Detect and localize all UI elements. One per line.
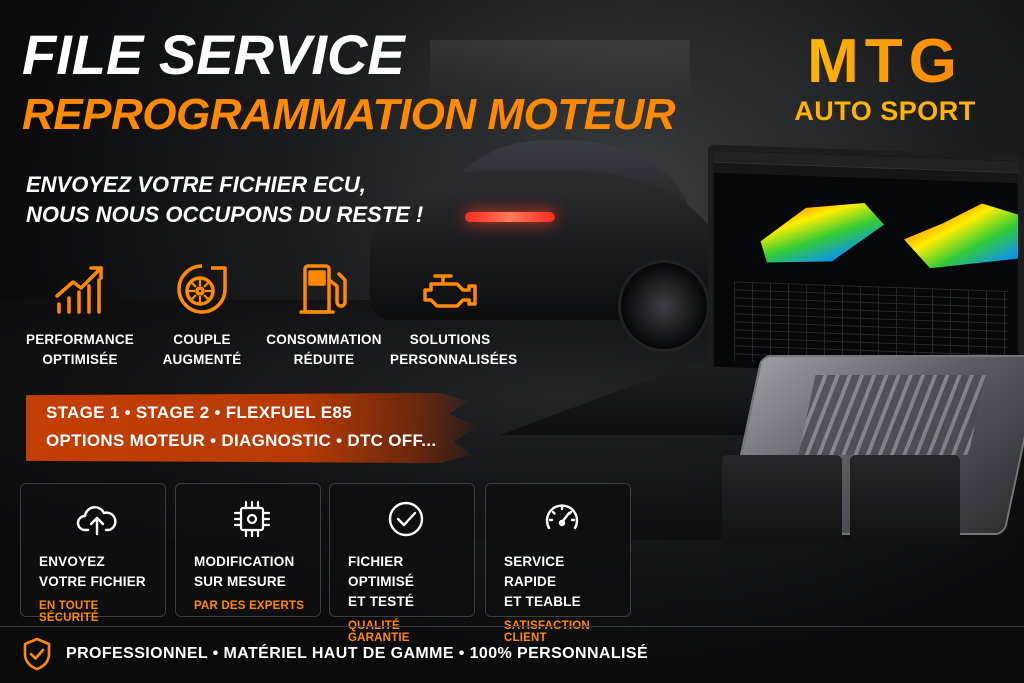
feature-row: PERFORMANCE OPTIMISÉE COUPLE AUGMENTÉ CO…	[20, 258, 518, 373]
card-title: VOTRE FICHIER	[39, 574, 146, 589]
feature-label: CONSOMMATION	[266, 332, 382, 347]
laptop-screen	[708, 144, 1024, 384]
brand-logo-mtg: MTG	[765, 30, 1005, 94]
feature-performance: PERFORMANCE OPTIMISÉE	[20, 258, 140, 370]
card-fast-service: SERVICE RAPIDE ET TEABLE SATISFACTION CL…	[485, 483, 631, 644]
ecu-module-image	[722, 355, 1024, 565]
feature-label: PERFORMANCE	[26, 332, 134, 347]
card-title: MODIFICATION	[194, 554, 295, 569]
feature-label: RÉDUITE	[293, 352, 355, 367]
feature-label: OPTIMISÉE	[42, 352, 118, 367]
shield-check-icon	[23, 637, 51, 671]
card-title: ET TEABLE	[504, 594, 581, 609]
footer-divider	[0, 626, 1024, 627]
fuel-pump-icon	[299, 264, 347, 314]
turbo-icon	[177, 264, 227, 314]
card-title: FICHIER OPTIMISÉ	[348, 554, 415, 589]
card-title: SUR MESURE	[194, 574, 287, 589]
footer: PROFESSIONNEL • MATÉRIEL HAUT DE GAMME •…	[22, 636, 648, 672]
feature-label: SOLUTIONS	[409, 332, 491, 347]
speedometer-icon	[545, 504, 579, 530]
tagline: ENVOYEZ VOTRE FICHIER ECU, NOUS NOUS OCC…	[26, 170, 423, 230]
services-banner-line-1: STAGE 1 • STAGE 2 • FLEXFUEL E85	[46, 403, 352, 422]
page-subtitle: REPROGRAMMATION MOTEUR	[22, 90, 676, 139]
services-banner-line-2: OPTIONS MOTEUR • DIAGNOSTIC • DTC OFF...	[46, 431, 437, 450]
brand-logo: MTG AUTO SPORT	[765, 30, 1005, 127]
cloud-upload-icon	[76, 506, 117, 536]
card-optimized-tested: FICHIER OPTIMISÉ ET TESTÉ QUALITÉ GARANT…	[329, 483, 475, 644]
tagline-line-2: NOUS NOUS OCCUPONS DU RESTE !	[26, 202, 424, 227]
ecu-map-3d-right	[904, 197, 1024, 272]
ecu-map-3d-left	[754, 192, 884, 267]
garage-light	[430, 40, 690, 100]
feature-label: COUPLE	[173, 332, 231, 347]
car-taillight	[465, 212, 555, 222]
feature-label: PERSONNALISÉES	[390, 352, 518, 367]
sports-car-image	[370, 130, 750, 352]
tagline-line-1: ENVOYEZ VOTRE FICHIER ECU,	[26, 172, 366, 197]
card-subtitle: EN TOUTE SÉCURITÉ	[39, 600, 99, 624]
feature-solutions: SOLUTIONS PERSONNALISÉES	[390, 258, 518, 370]
card-subtitle: PAR DES EXPERTS	[194, 600, 305, 612]
card-custom-modification: MODIFICATION SUR MESURE PAR DES EXPERTS	[175, 483, 321, 617]
ecu-connector-left	[722, 455, 842, 545]
check-circle-icon	[388, 501, 424, 537]
engine-icon	[423, 274, 477, 308]
service-cards: ENVOYEZ VOTRE FICHIER EN TOUTE SÉCURITÉ …	[20, 483, 634, 644]
card-title: SERVICE RAPIDE	[504, 554, 565, 589]
page-title: FILE SERVICE	[22, 23, 405, 86]
ecu-connector-right	[850, 455, 960, 545]
services-banner: STAGE 1 • STAGE 2 • FLEXFUEL E85 OPTIONS…	[26, 393, 477, 463]
card-send-file: ENVOYEZ VOTRE FICHIER EN TOUTE SÉCURITÉ	[20, 483, 166, 624]
card-title: ENVOYEZ	[39, 554, 105, 569]
footer-text: PROFESSIONNEL • MATÉRIEL HAUT DE GAMME •…	[66, 645, 649, 662]
feature-consumption: CONSOMMATION RÉDUITE	[264, 258, 384, 370]
card-title: ET TESTÉ	[348, 594, 415, 609]
ecu-heat-fins	[798, 375, 986, 455]
feature-label: AUGMENTÉ	[162, 352, 242, 367]
feature-torque: COUPLE AUGMENTÉ	[142, 258, 262, 370]
brand-logo-sub: AUTO SPORT	[794, 96, 976, 126]
chip-settings-icon	[233, 500, 271, 538]
performance-chart-icon	[55, 266, 103, 314]
